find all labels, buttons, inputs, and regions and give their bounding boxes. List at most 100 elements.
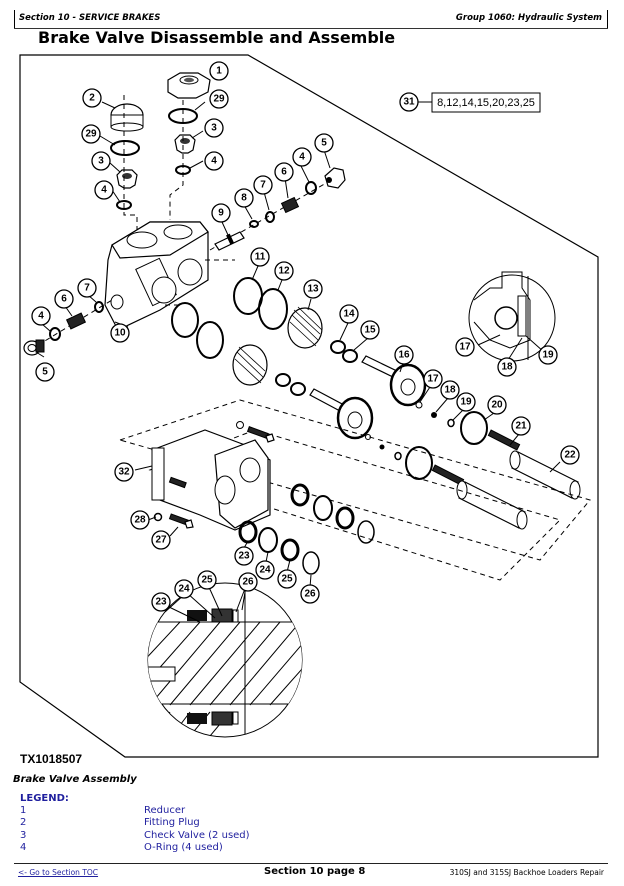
o-ring-4c [305,181,317,195]
callout-25b: 25 [197,570,217,590]
svg-text:26: 26 [304,589,316,600]
svg-text:32: 32 [118,467,130,478]
svg-text:6: 6 [61,294,67,305]
callout-13: 13 [303,279,323,299]
callout-31: 31 [399,92,419,112]
check-valve-a [116,169,138,189]
seal-25 [280,538,300,562]
piston-22 [509,450,581,500]
o-ring-15 [342,349,358,363]
kit-contents: 8,12,14,15,20,23,25 [437,97,535,109]
callout-1: 1 [209,61,229,81]
callout-24b: 24 [174,579,194,599]
figure-caption: Brake Valve Assembly [13,774,137,785]
svg-text:9: 9 [218,208,224,219]
svg-text:4: 4 [38,311,44,322]
seal-lower-a [171,302,199,338]
legend-number: 4 [20,841,27,853]
legend-description: Reducer [144,805,186,816]
seal-r1 [290,483,310,507]
legend-description: Fitting Plug [144,817,200,829]
svg-text:18: 18 [501,362,513,373]
legend-item: 4 O-Ring (4 used) [20,842,250,854]
valve-body [104,221,209,331]
page-title: Brake Valve Disassemble and Assemble [38,28,396,47]
header-group: Group 1060: Hydraulic System [455,13,602,23]
kit-box [431,92,541,113]
o-ring-lower-a [196,321,224,359]
o-ring-r4 [357,520,375,544]
callout-21: 21 [511,416,531,436]
svg-text:29: 29 [85,129,97,140]
spool-lower [309,388,374,440]
svg-text:20: 20 [491,400,503,411]
bolt-side [168,476,187,489]
legend-number: 3 [20,829,27,841]
svg-text:17: 17 [459,342,471,353]
spring-6a [280,196,300,214]
spring-21 [487,429,521,451]
callout-7a: 7 [253,175,273,195]
svg-text:27: 27 [155,535,167,546]
svg-text:5: 5 [42,367,48,378]
diagram-frame [19,54,599,758]
section-toc-link[interactable]: <- Go to Section TOC [18,868,99,877]
page-number: Section 10 page 8 [264,866,366,877]
svg-text:23: 23 [155,597,167,608]
svg-text:25: 25 [281,574,293,585]
o-ring-lower-d [405,446,433,480]
svg-text:3: 3 [98,156,104,167]
spring-lower [232,344,268,386]
legend-description: Check Valve (2 used) [144,829,250,841]
callout-25a: 25 [277,569,297,589]
legend-number: 2 [20,817,27,829]
callout-17b: 17 [455,337,475,357]
callout-4c: 4 [292,147,312,167]
callout-6a: 6 [274,162,294,182]
svg-text:28: 28 [134,515,146,526]
svg-text:31: 31 [403,97,415,108]
o-ring-14 [330,340,346,354]
callout-23a: 23 [234,546,254,566]
svg-text:11: 11 [255,252,266,263]
callout-23b: 23 [151,592,171,612]
svg-text:21: 21 [515,421,527,432]
spring-6b [65,312,87,330]
ring-19 [447,418,455,428]
leader-lines [35,71,561,623]
plug-5b [23,339,45,356]
washer-7a [265,211,275,223]
page-footer: <- Go to Section TOC Section 10 page 8 3… [14,863,608,877]
callout-3a: 3 [91,151,111,171]
svg-text:15: 15 [364,325,376,336]
callout-4b: 4 [204,151,224,171]
o-ring-lower-c [290,382,306,396]
callout-4a: 4 [94,180,114,200]
svg-text:16: 16 [398,350,410,361]
svg-text:23: 23 [238,551,250,562]
figure-id: TX1018507 [20,752,83,766]
seal-11 [233,277,263,315]
callout-26a: 26 [300,584,320,604]
o-ring-12 [258,288,288,330]
callout-5a: 5 [314,133,334,153]
svg-text:5: 5 [321,138,327,149]
callout-10: 10 [110,323,130,343]
piston-lower [456,480,528,530]
callout-27: 27 [151,530,171,550]
callout-14: 14 [339,304,359,324]
svg-text:26: 26 [242,577,254,588]
svg-text:8: 8 [241,193,247,204]
svg-text:13: 13 [307,284,319,295]
svg-text:24: 24 [259,565,271,576]
svg-text:1: 1 [216,66,222,77]
svg-text:19: 19 [460,397,472,408]
callout-18a: 18 [440,380,460,400]
svg-text:6: 6 [281,167,287,178]
callout-2: 2 [82,88,102,108]
callout-5b: 5 [35,362,55,382]
legend-description: O-Ring (4 used) [144,841,223,853]
callout-15: 15 [360,320,380,340]
seal-24 [258,527,278,553]
